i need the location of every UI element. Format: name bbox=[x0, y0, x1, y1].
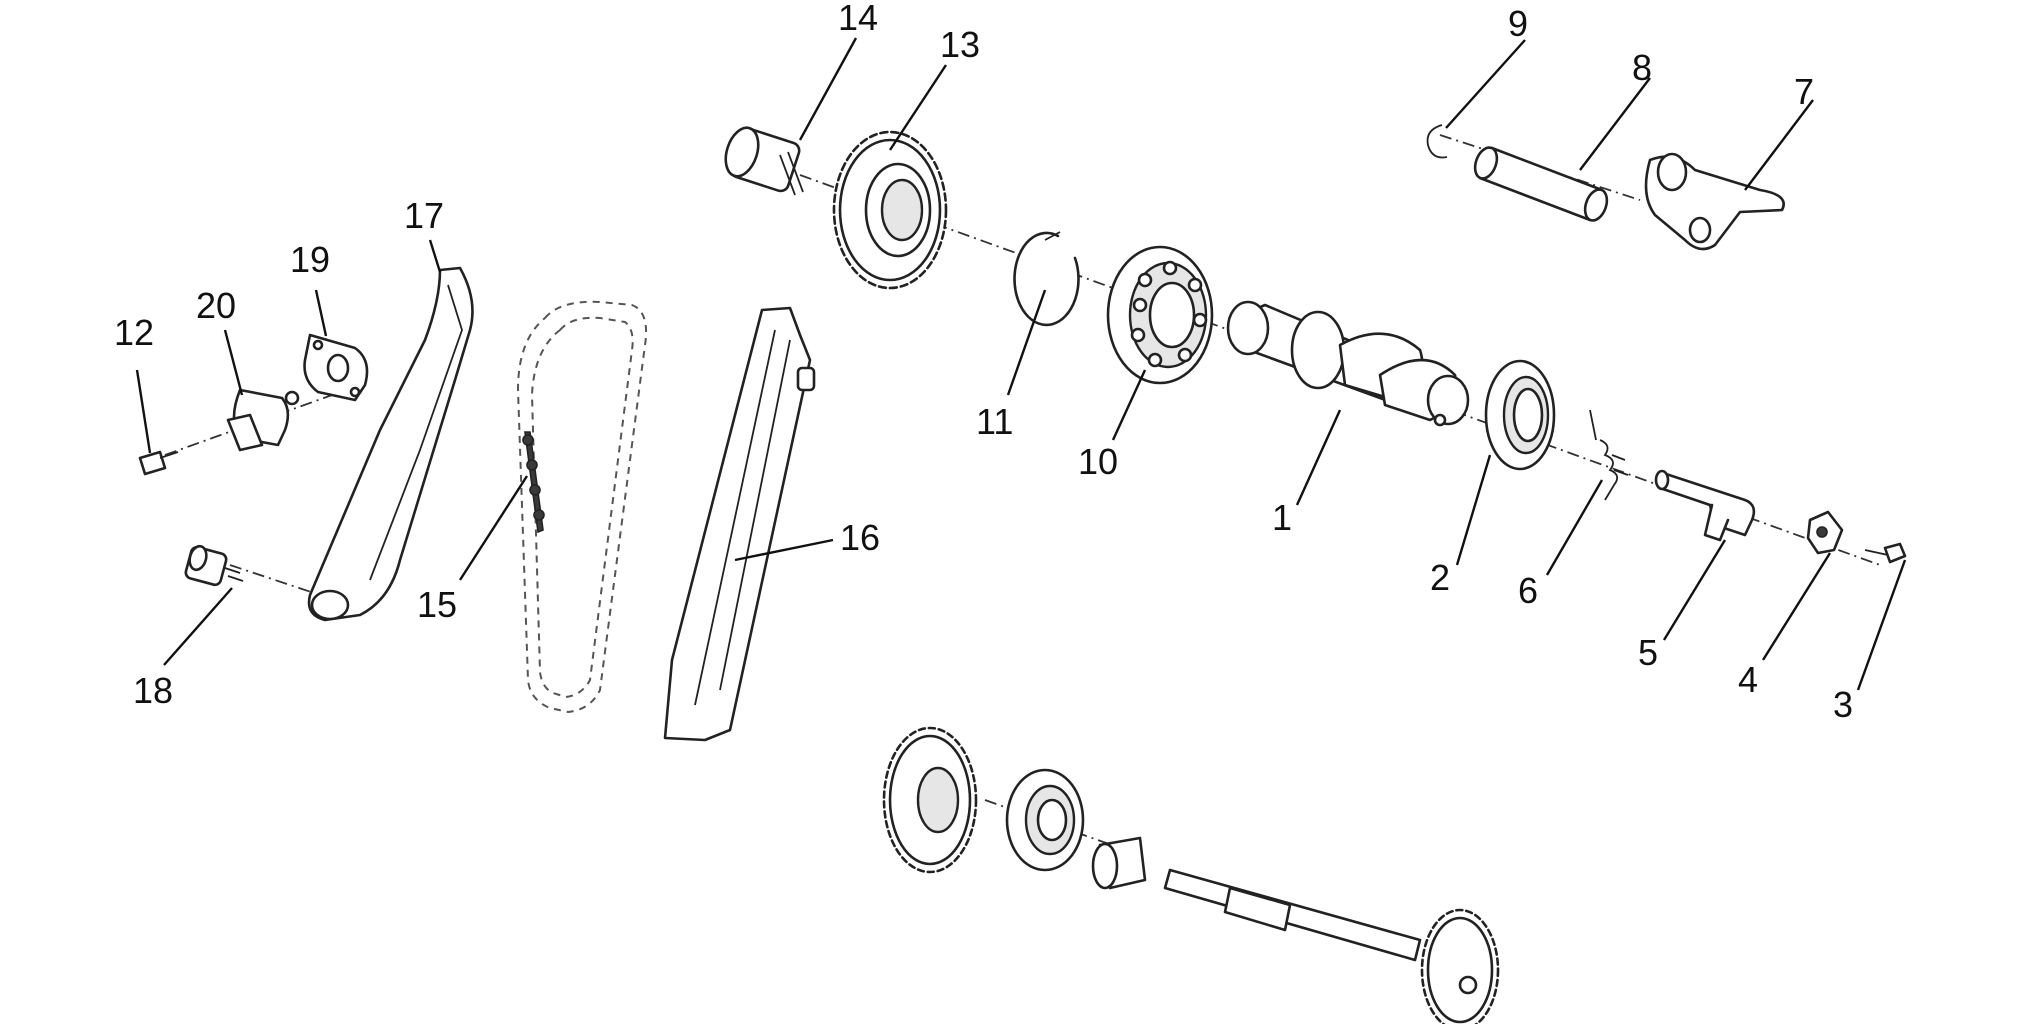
callout-labels: 1 2 3 4 5 6 7 8 9 10 11 12 13 14 15 16 1… bbox=[114, 0, 1853, 725]
lower-shaft bbox=[1163, 868, 1422, 962]
callout-10: 10 bbox=[1078, 441, 1118, 482]
callout-1: 1 bbox=[1272, 497, 1292, 538]
part-16-chain-guide bbox=[663, 306, 816, 742]
callout-12: 12 bbox=[114, 312, 154, 353]
callout-11: 11 bbox=[976, 401, 1013, 442]
part-17-tensioner-blade bbox=[307, 266, 474, 622]
callout-9: 9 bbox=[1508, 3, 1528, 44]
callout-8: 8 bbox=[1632, 47, 1652, 88]
part-3-screw bbox=[1864, 542, 1907, 564]
lower-bearing bbox=[1005, 768, 1085, 872]
part-8-pin bbox=[1473, 146, 1609, 222]
part-15-chain bbox=[522, 431, 545, 534]
part-5-lever bbox=[1654, 469, 1756, 542]
lower-drive-gear bbox=[882, 726, 978, 874]
part-1-camshaft bbox=[1226, 300, 1470, 427]
part-18-pivot-bolt bbox=[184, 544, 244, 587]
callout-5: 5 bbox=[1638, 632, 1658, 673]
callout-4: 4 bbox=[1738, 659, 1758, 700]
callout-15: 15 bbox=[417, 584, 457, 625]
callout-14: 14 bbox=[838, 0, 878, 38]
timing-chain-outline bbox=[516, 300, 648, 714]
part-10-bearing bbox=[1106, 245, 1214, 385]
part-6-spring bbox=[1589, 409, 1629, 501]
part-19-gasket bbox=[303, 333, 369, 402]
part-11-circlip bbox=[1013, 231, 1080, 327]
callout-13: 13 bbox=[940, 24, 980, 65]
callout-2: 2 bbox=[1430, 557, 1450, 598]
callout-3: 3 bbox=[1833, 684, 1853, 725]
callout-17: 17 bbox=[404, 195, 444, 236]
callout-7: 7 bbox=[1794, 71, 1814, 112]
part-12-bolt bbox=[138, 450, 179, 476]
part-14-spacer bbox=[724, 126, 804, 196]
timing-chain-outline-inner bbox=[530, 316, 634, 699]
callout-18: 18 bbox=[133, 670, 173, 711]
leader-lines bbox=[135, 37, 1907, 691]
lower-end-gear bbox=[1420, 908, 1500, 1024]
part-4-cap bbox=[1806, 510, 1844, 555]
callout-6: 6 bbox=[1518, 570, 1538, 611]
part-7-rocker-arm bbox=[1644, 152, 1785, 251]
lower-bushing bbox=[1091, 836, 1147, 890]
callout-20: 20 bbox=[196, 285, 236, 326]
part-9-clip bbox=[1426, 124, 1448, 159]
callout-19: 19 bbox=[290, 239, 330, 280]
part-20-tensioner bbox=[226, 388, 300, 452]
assembly-axes bbox=[164, 134, 1881, 856]
part-2-oil-seal bbox=[1484, 359, 1556, 471]
part-13-camshaft-gear bbox=[832, 130, 948, 290]
callout-16: 16 bbox=[840, 517, 880, 558]
